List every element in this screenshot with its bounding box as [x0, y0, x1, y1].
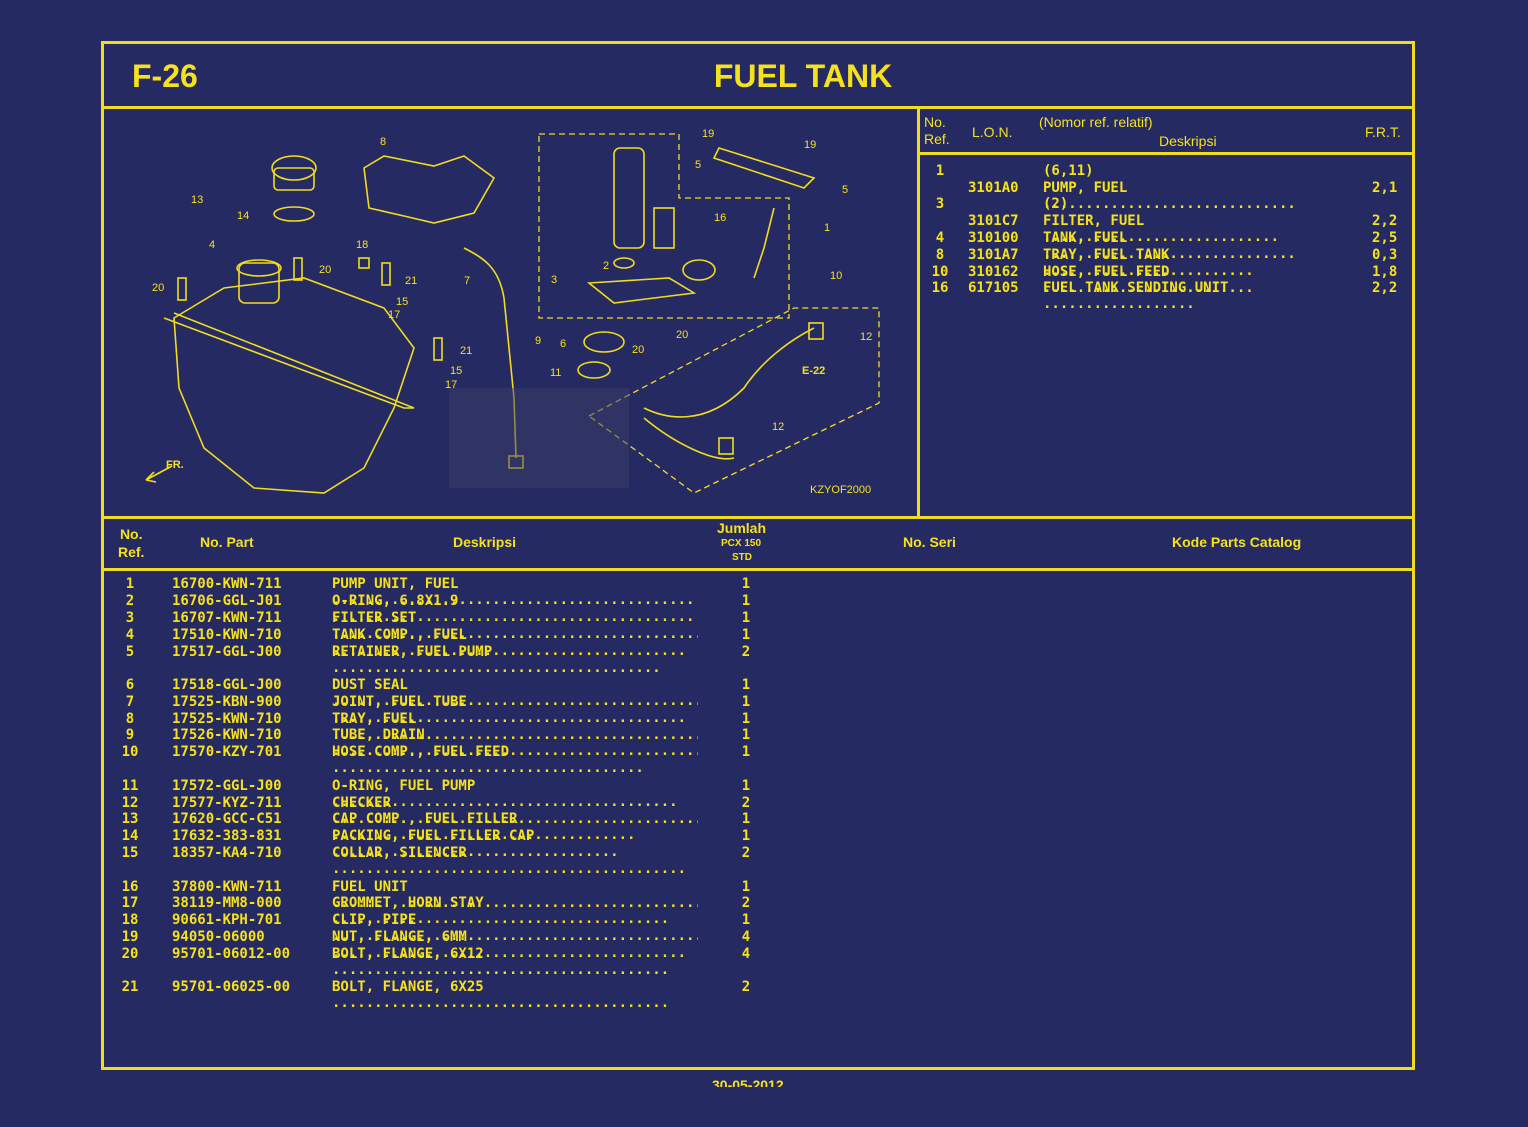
callout: 20 [319, 264, 331, 276]
filler-cap-drawing [271, 155, 317, 181]
front-label: FR. [166, 459, 184, 471]
front-arrow-icon [145, 465, 173, 483]
lon-header-divider [918, 152, 1412, 155]
pump-group-frame [538, 133, 790, 319]
callout: 9 [535, 335, 541, 347]
header-divider [104, 106, 1412, 109]
lon-header-ref: No. Ref. [924, 114, 950, 147]
callout: 4 [209, 239, 215, 251]
parts-header-part: No. Part [200, 534, 254, 550]
parts-header-catalog: Kode Parts Catalog [1172, 534, 1302, 550]
lon-header-frt: F.R.T. [1365, 124, 1401, 140]
callout: 1 [824, 222, 830, 234]
callout: 19 [702, 128, 714, 140]
page-title: FUEL TANK [713, 58, 893, 94]
parts-header-qty-model: PCX 150 [721, 538, 762, 549]
diagram-bottom-divider [104, 516, 1412, 519]
o-ring-drawing [577, 361, 611, 379]
fuel-tank-drawing [173, 277, 415, 494]
callout: 11 [550, 367, 561, 379]
hose-group-frame [587, 307, 880, 494]
catalog-frame: F-26 FUEL TANK No. Ref. L.O.N. (Nomor re… [101, 41, 1415, 1070]
callout: 17 [445, 379, 457, 391]
callout: 6 [560, 338, 566, 350]
callout: 14 [237, 210, 249, 222]
parts-header-ref: No. Ref. [118, 526, 145, 560]
callout: 2 [603, 260, 609, 272]
lon-header-relative: (Nomor ref. relatif) [1039, 114, 1153, 130]
callout: 19 [804, 139, 816, 151]
callout: 8 [380, 136, 386, 148]
callout: 7 [464, 275, 470, 287]
lon-header-desc: Deskripsi [1159, 133, 1217, 149]
lon-header-lon: L.O.N. [972, 124, 1013, 140]
fuel-pump-drawing [613, 147, 645, 249]
fuel-tray-drawing [363, 155, 496, 224]
drain-tube-drawing [463, 247, 517, 459]
callout: 13 [191, 194, 203, 206]
callout: 20 [152, 282, 164, 294]
fuel-feed-hose-drawing [643, 327, 815, 418]
callout: 5 [695, 159, 701, 171]
footer-date: 30-05-2012 [712, 1077, 784, 1087]
callout: 21 [460, 345, 472, 357]
callout: 15 [450, 365, 462, 377]
callout: 16 [714, 212, 726, 224]
callout: 12 [772, 421, 784, 433]
drawing-code: KZYOF2000 [810, 484, 871, 496]
callout: 10 [830, 270, 842, 282]
bolts-drawing [177, 257, 443, 361]
callout: 15 [396, 296, 408, 308]
parts-header-qty: Jumlah [717, 520, 767, 536]
parts-header-qty-std: STD [732, 552, 752, 563]
callout: 3 [551, 274, 557, 286]
diagram-divider [917, 107, 920, 517]
lon-row: 1(6,11) [935, 163, 1094, 179]
callout: 12 [860, 331, 872, 343]
callout: 21 [405, 275, 417, 287]
callout: 18 [356, 239, 368, 251]
callout: 20 [676, 329, 688, 341]
parts-header-serial: No. Seri [903, 534, 956, 550]
shadow-hatch [449, 388, 629, 488]
page-code: F-26 [132, 58, 198, 94]
callout: E-22 [802, 365, 825, 377]
callout: 20 [632, 344, 644, 356]
exploded-parts-diagram: FR. KZYOF2000 8 13 14 4 18 20 21 7 15 17… [145, 128, 880, 496]
callout: 17 [388, 309, 400, 321]
dust-seal-drawing [583, 331, 625, 353]
parts-header-divider [104, 568, 1412, 571]
lon-row: 3(2) [935, 196, 1069, 212]
callout: 5 [842, 184, 848, 196]
parts-header-desc: Deskripsi [453, 534, 517, 550]
